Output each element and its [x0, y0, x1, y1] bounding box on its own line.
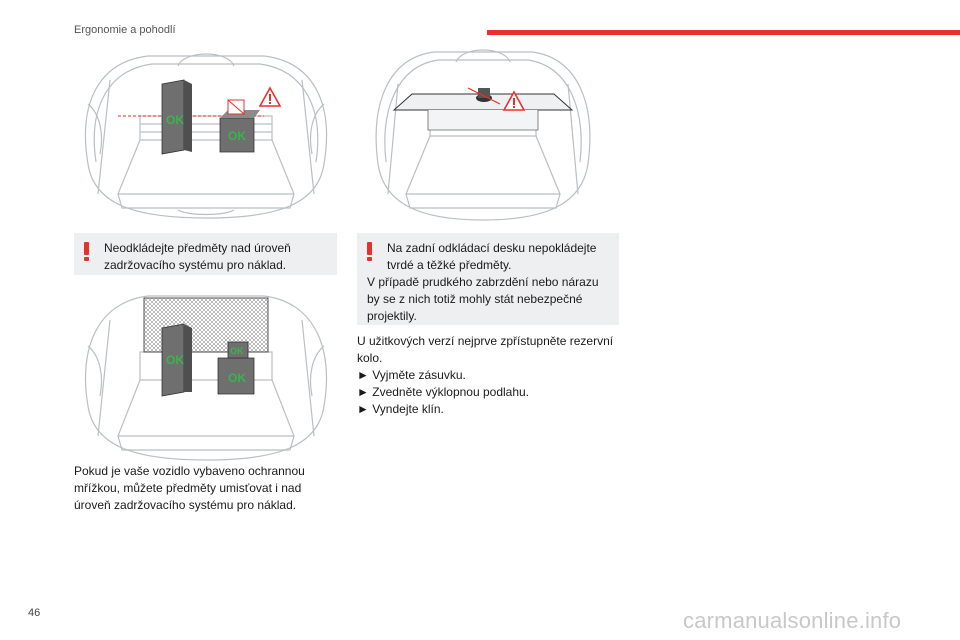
cargo-net-illustration: OK OK OK	[84, 295, 328, 461]
ok-label: OK	[228, 371, 246, 385]
warning-triangle-icon	[258, 86, 282, 107]
warning-box-load-height: Neodkládejte předměty nad úroveň zadržov…	[74, 233, 337, 275]
header-accent-bar	[487, 30, 960, 35]
bullet-arrow-icon: ►	[357, 385, 369, 399]
bullet-arrow-icon: ►	[357, 368, 369, 382]
cargo-load-illustration: OK OK	[84, 53, 328, 219]
header-section-title: Ergonomie a pohodlí	[74, 24, 176, 36]
parcel-shelf-illustration	[375, 49, 591, 221]
spare-wheel-instructions: U užitkových verzí nejprve zpřístupněte …	[357, 333, 619, 418]
warning-icon	[84, 242, 89, 261]
step-text: Vyjměte zásuvku.	[372, 368, 466, 382]
step-item: ► Vyjměte zásuvku.	[357, 367, 619, 384]
ok-label: OK	[166, 113, 184, 127]
ok-label: OK	[166, 353, 184, 367]
watermark: carmanualsonline.info	[683, 608, 902, 633]
step-item: ► Vyndejte klín.	[357, 401, 619, 418]
warning-triangle-icon	[502, 90, 526, 111]
ok-label: OK	[228, 129, 246, 143]
bullet-arrow-icon: ►	[357, 402, 369, 416]
step-text: Zvedněte výklopnou podlahu.	[372, 385, 530, 399]
warning-icon	[367, 242, 372, 261]
warning-text: Neodkládejte předměty nad úroveň zadržov…	[104, 241, 291, 272]
protective-net-paragraph: Pokud je vaše vozidlo vybaveno ochrannou…	[74, 464, 305, 512]
step-item: ► Zvedněte výklopnou podlahu.	[357, 384, 619, 401]
step-text: Vyndejte klín.	[372, 402, 444, 416]
ok-label: OK	[230, 346, 244, 356]
warning-text-line2: V případě prudkého zabrzdění nebo nárazu…	[367, 275, 599, 323]
warning-text-line1: Na zadní odkládací desku nepokládejte tv…	[387, 241, 597, 272]
page-number: 46	[28, 607, 41, 619]
spare-wheel-intro: U užitkových verzí nejprve zpřístupněte …	[357, 334, 614, 365]
warning-box-parcel-shelf: Na zadní odkládací desku nepokládejte tv…	[357, 233, 619, 325]
